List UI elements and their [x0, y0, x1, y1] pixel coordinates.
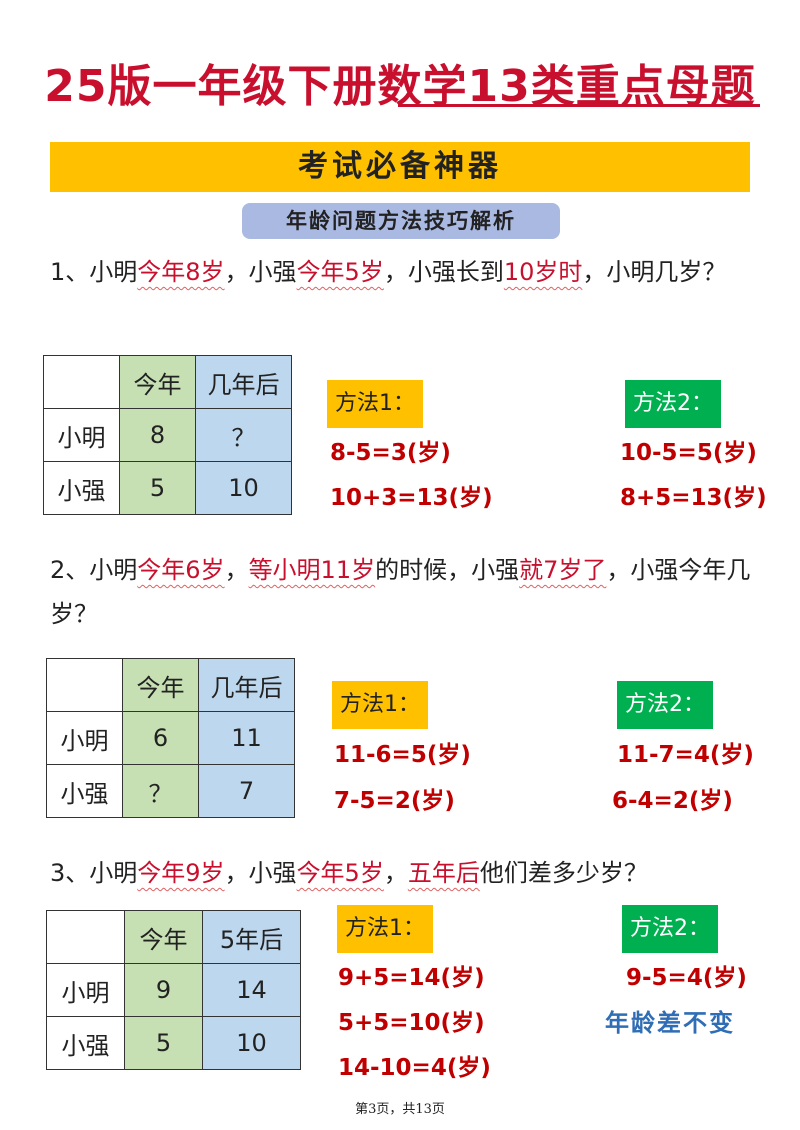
table-corner — [46, 658, 123, 712]
table-row-label: 小明 — [46, 711, 123, 765]
table-cell: 6 — [122, 711, 199, 765]
title-underline — [398, 104, 760, 107]
formula: 8-5=3(岁) — [330, 440, 451, 466]
table-row-label: 小强 — [43, 461, 120, 515]
method-1-label: 方法1： — [332, 681, 428, 729]
table-cell: ？ — [195, 408, 292, 462]
table-row-label: 小明 — [43, 408, 120, 462]
table-row-label: 小强 — [46, 764, 123, 818]
table-cell: 10 — [202, 1016, 301, 1070]
q1-text: ，小强长到 — [383, 258, 504, 286]
formula: 10-5=5(岁) — [620, 440, 757, 466]
formula: 6-4=2(岁) — [612, 788, 733, 814]
q3-text: 他们差多少岁？ — [479, 859, 648, 887]
q3-text: ， — [383, 859, 408, 887]
q1-text: ，小强 — [224, 258, 297, 286]
method-2-label: 方法2： — [625, 380, 721, 428]
method-1-label: 方法1： — [327, 380, 423, 428]
table-header: 几年后 — [198, 658, 295, 712]
table-cell: 9 — [124, 963, 203, 1017]
table-corner — [43, 355, 120, 409]
q2-highlight: 等小明11岁 — [248, 556, 376, 584]
method-1-label: 方法1： — [337, 905, 433, 953]
table-header: 今年 — [124, 910, 203, 964]
q3-text: 3、小明 — [50, 859, 138, 887]
q3-highlight: 今年5岁 — [296, 859, 384, 887]
table-cell: ？ — [122, 764, 199, 818]
q3-highlight: 今年9岁 — [137, 859, 225, 887]
formula: 10+3=13(岁) — [330, 485, 493, 511]
q1-text: ，小明几岁？ — [582, 258, 727, 286]
q2-highlight: 就7岁了 — [519, 556, 607, 584]
q1-highlight: 今年5岁 — [296, 258, 384, 286]
formula: 7-5=2(岁) — [334, 788, 455, 814]
table-cell: 7 — [198, 764, 295, 818]
q1-highlight: 今年8岁 — [137, 258, 225, 286]
page-title: 25版一年级下册数学13类重点母题 — [44, 61, 756, 112]
formula: 11-6=5(岁) — [334, 742, 471, 768]
formula: 9-5=4(岁) — [626, 965, 747, 991]
table-cell: 10 — [195, 461, 292, 515]
table-cell: 5 — [124, 1016, 203, 1070]
q3-highlight: 五年后 — [407, 859, 480, 887]
subtitle: 年龄问题方法技巧解析 — [242, 203, 560, 239]
q2-highlight: 今年6岁 — [137, 556, 225, 584]
q2-text: 2、小明 — [50, 556, 138, 584]
formula: 11-7=4(岁) — [617, 742, 754, 768]
q3-text: ，小强 — [224, 859, 297, 887]
table-header: 几年后 — [195, 355, 292, 409]
banner: 考试必备神器 — [50, 142, 750, 192]
table-cell: 5 — [119, 461, 196, 515]
table-header: 5年后 — [202, 910, 301, 964]
table-row-label: 小强 — [46, 1016, 125, 1070]
question-3: 3、小明今年9岁，小强今年5岁，五年后他们差多少岁？ — [50, 851, 760, 895]
age-difference-note: 年龄差不变 — [605, 1009, 735, 1037]
table-row-label: 小明 — [46, 963, 125, 1017]
formula: 9+5=14(岁) — [338, 965, 485, 991]
q2-text: 的时候，小强 — [375, 556, 520, 584]
table-cell: 11 — [198, 711, 295, 765]
formula: 14-10=4(岁) — [338, 1055, 491, 1081]
q1-text: 1、小明 — [50, 258, 138, 286]
table-header: 今年 — [119, 355, 196, 409]
formula: 5+5=10(岁) — [338, 1010, 485, 1036]
table-corner — [46, 910, 125, 964]
method-2-label: 方法2： — [617, 681, 713, 729]
question-2: 2、小明今年6岁，等小明11岁的时候，小强就7岁了，小强今年几岁？ — [50, 548, 760, 636]
table-cell: 14 — [202, 963, 301, 1017]
q2-text: ，小强今年几岁？ — [50, 556, 751, 628]
method-2-label: 方法2： — [622, 905, 718, 953]
table-header: 今年 — [122, 658, 199, 712]
question-1: 1、小明今年8岁，小强今年5岁，小强长到10岁时，小明几岁？ — [50, 250, 760, 294]
q1-highlight: 10岁时 — [503, 258, 583, 286]
q2-text: ， — [224, 556, 249, 584]
formula: 8+5=13(岁) — [620, 485, 767, 511]
page-footer: 第3页，共13页 — [355, 1102, 445, 1117]
table-cell: 8 — [119, 408, 196, 462]
